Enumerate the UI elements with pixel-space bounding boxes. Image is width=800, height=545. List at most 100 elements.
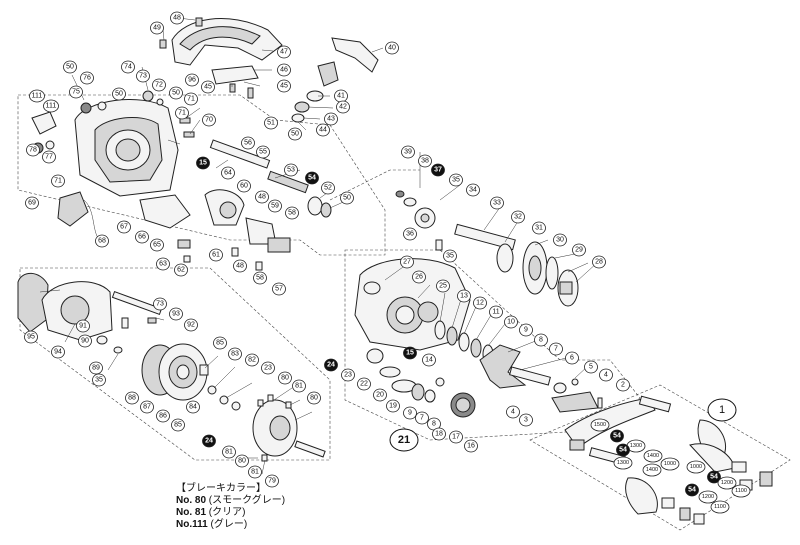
part-callout: 10 — [504, 315, 518, 329]
callout-ring — [698, 490, 718, 504]
part-callout: 50 — [112, 87, 126, 101]
callout-ring — [153, 297, 167, 311]
part-callout: 9 — [519, 323, 533, 337]
legend-desc: (スモークグレー) — [208, 495, 286, 506]
callout-ring — [222, 445, 236, 459]
callout-number: 81 — [251, 469, 259, 476]
callout-number: 81 — [225, 449, 233, 456]
callout-ring — [686, 460, 706, 474]
part-callout: 40 — [385, 41, 399, 55]
callout-number: 65 — [153, 242, 161, 249]
callout-ring — [112, 87, 126, 101]
callout-ring — [316, 123, 330, 137]
callout-ring — [186, 400, 200, 414]
callout-number: 1400 — [647, 453, 659, 459]
callout-ring — [26, 143, 40, 157]
callout-number: 14 — [425, 357, 433, 364]
callout-ring — [400, 255, 414, 269]
callout-ring — [261, 361, 275, 375]
part-callout: 6 — [565, 351, 579, 365]
callout-ring — [599, 368, 613, 382]
callout-ring — [174, 263, 188, 277]
callout-number: 94 — [54, 349, 62, 356]
part-callout: 48 — [233, 259, 247, 273]
callout-number: 80 — [281, 375, 289, 382]
part-callout: 33 — [490, 196, 504, 210]
callout-number: 73 — [139, 73, 147, 80]
callout-number: 23 — [264, 365, 272, 372]
callout-number: 48 — [173, 15, 181, 22]
legend-desc: (グレー) — [210, 519, 248, 530]
callout-number: 9 — [408, 410, 412, 417]
part-callout: 70 — [202, 113, 216, 127]
callout-number: 46 — [280, 67, 288, 74]
callout-number: 13 — [460, 293, 468, 300]
callout-ring — [616, 378, 630, 392]
callout-ring — [63, 60, 77, 74]
callout-ring — [418, 154, 432, 168]
callout-number: 16 — [467, 443, 475, 450]
part-callout: 63 — [156, 257, 170, 271]
callout-ring — [156, 257, 170, 271]
callout-ring — [248, 465, 262, 479]
callout-number: 50 — [66, 64, 74, 71]
callout-number: 38 — [421, 158, 429, 165]
callout-number: 8 — [432, 421, 436, 428]
callout-ring — [135, 230, 149, 244]
callout-number: 18 — [435, 431, 443, 438]
callout-ring — [660, 457, 680, 471]
part-callout: 54 — [685, 483, 699, 497]
callout-ring — [29, 89, 45, 103]
callout-number: 95 — [27, 334, 35, 341]
leader-lines — [39, 17, 599, 475]
callout-number: 71 — [54, 178, 62, 185]
part-callout: 80 — [235, 454, 249, 468]
callout-ring — [277, 79, 291, 93]
part-callout: 86 — [156, 409, 170, 423]
part-callout: 7 — [549, 342, 563, 356]
callout-ring — [324, 112, 338, 126]
part-callout: 71 — [184, 92, 198, 106]
part-callout: 35 — [443, 249, 457, 263]
callout-ring — [213, 336, 227, 350]
part-callout: 4 — [506, 405, 520, 419]
callout-number: 43 — [327, 116, 335, 123]
part-callout: 51 — [264, 116, 278, 130]
part-callout: 4 — [599, 368, 613, 382]
callout-number: 85 — [174, 422, 182, 429]
callout-number: 81 — [295, 383, 303, 390]
part-callout: 44 — [316, 123, 330, 137]
callout-ring — [707, 470, 721, 484]
callout-number: 8 — [539, 337, 543, 344]
callout-number: 93 — [172, 311, 180, 318]
callout-ring — [201, 80, 215, 94]
callout-number: 33 — [493, 200, 501, 207]
callout-number: 27 — [403, 259, 411, 266]
part-callout: 74 — [121, 60, 135, 74]
part-callout: 81 — [248, 465, 262, 479]
part-callout: 96 — [185, 73, 199, 87]
callout-number: 35 — [452, 177, 460, 184]
part-callout: 43 — [324, 112, 338, 126]
part-callout: 1100 — [710, 500, 730, 514]
callout-ring — [432, 427, 446, 441]
callout-number: 28 — [595, 259, 603, 266]
callout-ring — [152, 78, 166, 92]
part-callout: 49 — [150, 21, 164, 35]
callout-number: 1300 — [617, 460, 629, 466]
part-callout: 14 — [422, 353, 436, 367]
callout-number: 85 — [216, 340, 224, 347]
callout-ring — [511, 210, 525, 224]
part-callout: 69 — [25, 196, 39, 210]
callout-number: 90 — [81, 338, 89, 345]
part-callout: 65 — [150, 238, 164, 252]
callout-number: 7 — [420, 415, 424, 422]
part-callout: 95 — [24, 330, 38, 344]
legend-no: No. 80 — [176, 495, 207, 506]
legend-no: No.111 — [176, 519, 208, 530]
part-callout: 48 — [255, 190, 269, 204]
callout-number: 83 — [231, 351, 239, 358]
part-callout: 62 — [174, 263, 188, 277]
part-callout: 55 — [256, 145, 270, 159]
callout-ring — [321, 181, 335, 195]
